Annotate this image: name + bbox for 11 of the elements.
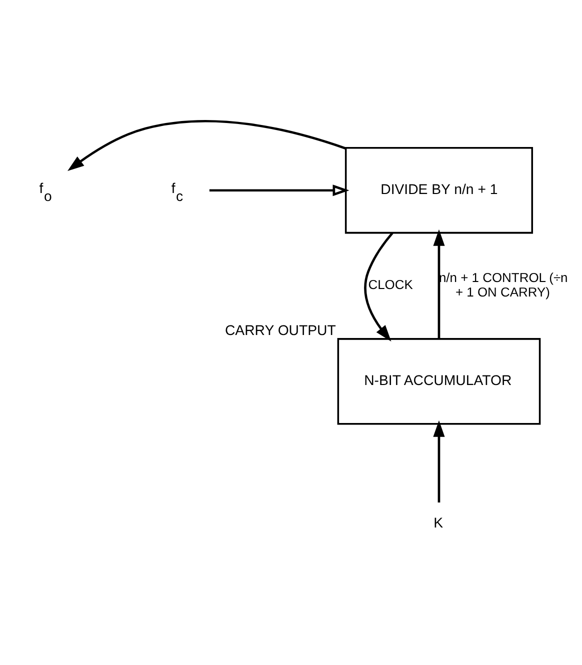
- arrow: [209, 184, 350, 196]
- arrow: [68, 120, 346, 171]
- edge-label: n/n + 1 CONTROL (÷n + 1 ON CARRY): [438, 270, 568, 299]
- node-box: DIVIDE BY n/n + 1: [344, 146, 534, 234]
- arrow: [364, 232, 394, 341]
- node-label: CARRY OUTPUT: [224, 321, 336, 338]
- node-box: N-BIT ACCUMULATOR: [337, 338, 541, 424]
- node-text: K: [434, 514, 444, 530]
- arrow: [433, 228, 445, 338]
- edge-label: CLOCK: [368, 276, 413, 292]
- arrow: [433, 420, 445, 502]
